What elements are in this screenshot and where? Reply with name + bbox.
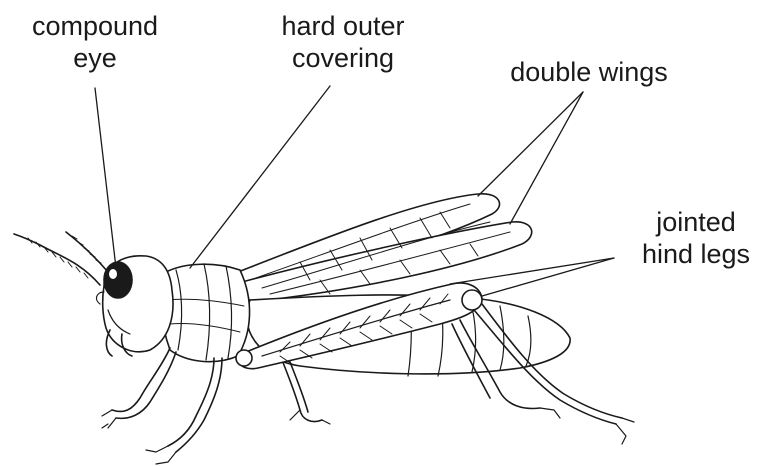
front-leg <box>112 348 176 418</box>
thorax-pronotum <box>161 264 249 361</box>
label-compound-eye: compound eye <box>0 10 190 74</box>
antenna-lower <box>66 232 108 272</box>
label-compound-eye-line2: eye <box>0 42 190 74</box>
label-jointed-hind-legs-line1: jointed <box>626 206 761 238</box>
pointer-double-wings-1 <box>478 92 583 196</box>
label-hard-outer-covering-line2: covering <box>248 42 438 74</box>
pointer-compound-eye <box>95 88 116 268</box>
label-hard-outer-covering: hard outer covering <box>248 10 438 74</box>
pointer-hind-legs-1 <box>450 258 614 284</box>
compound-eye-shape <box>104 262 132 298</box>
label-double-wings-line1: double wings <box>484 56 694 88</box>
pointer-hard-outer-covering <box>190 86 330 268</box>
pointer-double-wings-2 <box>510 92 583 224</box>
label-jointed-hind-legs-line2: hind legs <box>626 238 761 270</box>
label-compound-eye-line1: compound <box>0 10 190 42</box>
label-hard-outer-covering-line1: hard outer <box>248 10 438 42</box>
label-jointed-hind-legs: jointed hind legs <box>626 206 761 270</box>
label-double-wings: double wings <box>484 56 694 88</box>
pointer-hind-legs-2 <box>482 258 614 296</box>
middle-leg <box>168 358 222 452</box>
